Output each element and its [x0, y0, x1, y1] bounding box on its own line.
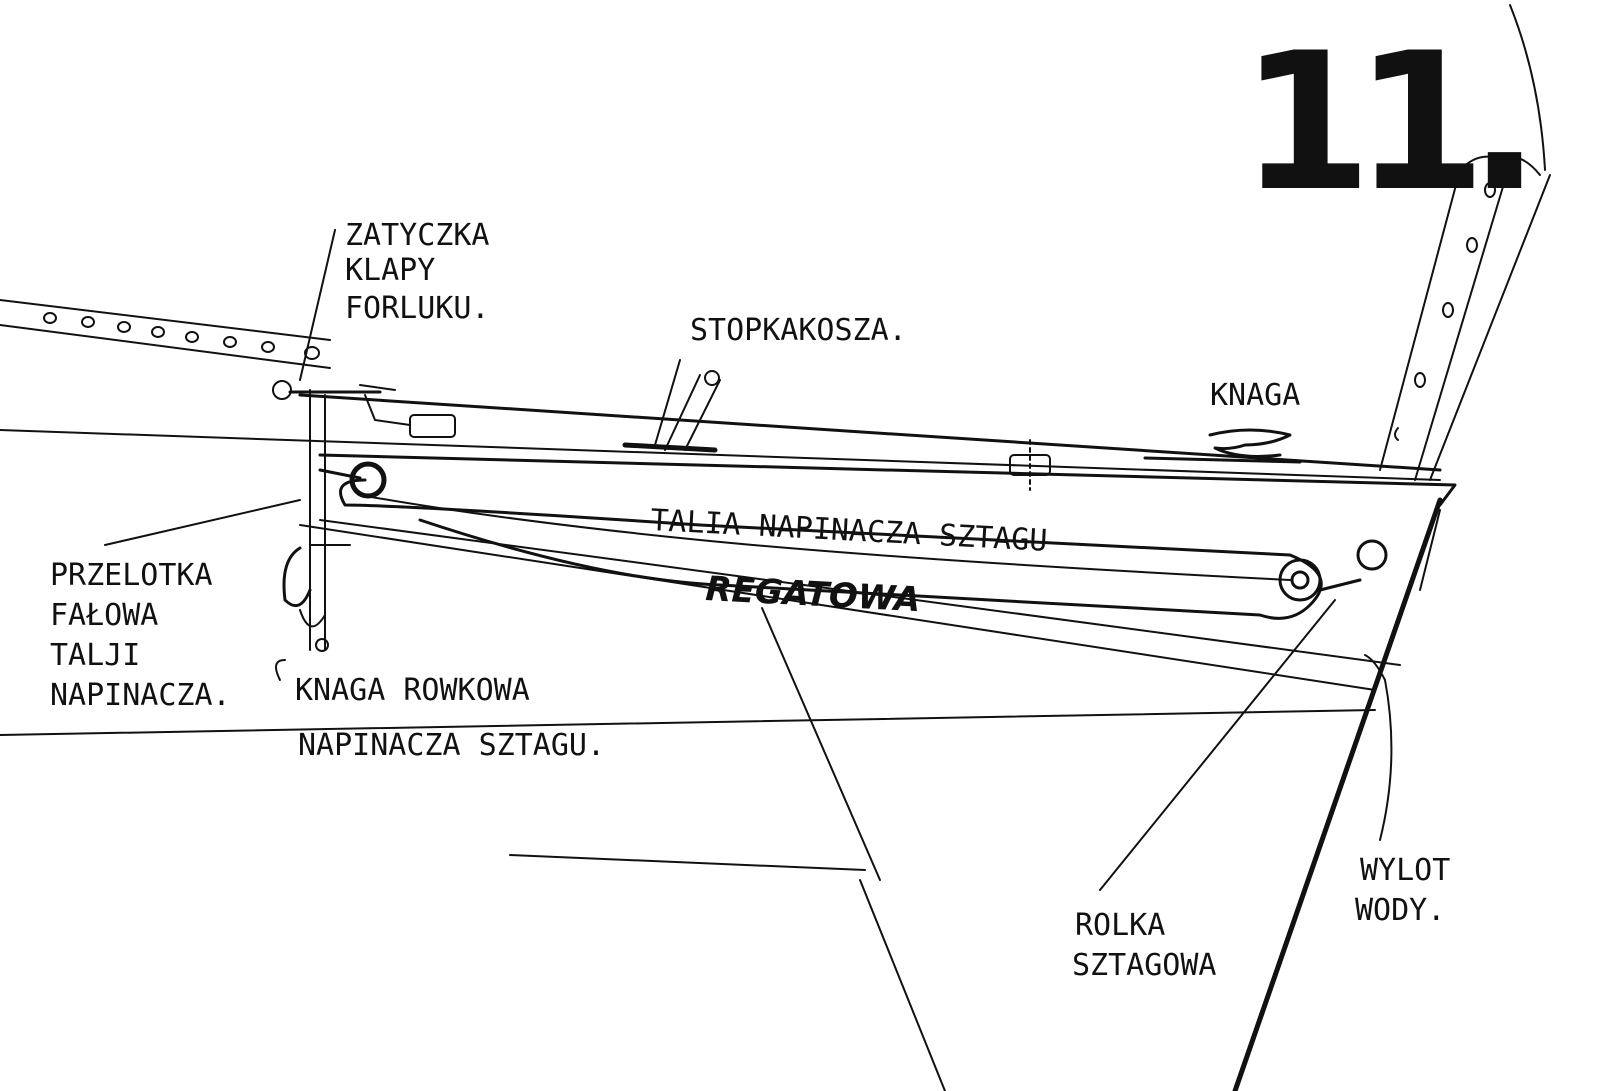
label-zatyczka: ZATYCZKA KLAPY FORLUKU.	[345, 218, 490, 326]
cleat-icon	[1143, 428, 1302, 464]
label-regatowa: REGATOWA	[705, 569, 922, 620]
stem	[1379, 4, 1551, 481]
label-rolka-line2: SZTAGOWA	[1072, 948, 1217, 983]
label-wylot-line2: WODY.	[1355, 893, 1445, 928]
label-przelotka-line3: TALJI	[50, 638, 140, 673]
label-przelotka-line2: FAŁOWA	[50, 598, 158, 633]
basket-foot	[622, 359, 721, 453]
label-zatyczka-line3: FORLUKU.	[345, 291, 490, 326]
label-przelotka: PRZELOTKA FAŁOWA TALJI NAPINACZA.	[50, 558, 231, 713]
label-wylot-line1: WYLOT	[1360, 853, 1450, 888]
label-rolka-line1: ROLKA	[1075, 908, 1165, 943]
page-number: 11.	[1240, 12, 1523, 233]
tensioner-box	[0, 453, 1457, 1091]
label-przelotka-line4: NAPINACZA.	[50, 678, 231, 713]
label-knaga-rowkowa-line2: NAPINACZA SZTAGU.	[298, 728, 605, 763]
label-talia: TALIA NAPINACZA SZTAGU	[650, 503, 1049, 559]
label-knaga-rowkowa: KNAGA ROWKOWA NAPINACZA SZTAGU.	[295, 673, 605, 763]
label-rolka: ROLKA SZTAGOWA	[1072, 908, 1217, 983]
label-przelotka-line1: PRZELOTKA	[50, 558, 213, 593]
tackle	[339, 461, 1388, 620]
label-stopka: STOPKAKOSZA.	[690, 313, 907, 348]
label-zatyczka-line2: KLAPY	[345, 253, 435, 288]
left-fittings	[272, 380, 456, 681]
rail-holes	[43, 312, 320, 360]
middle-bracket	[1009, 439, 1051, 491]
label-knaga-rowkowa-line1: KNAGA ROWKOWA	[295, 673, 530, 708]
label-wylot: WYLOT WODY.	[1355, 853, 1450, 928]
leader-lines	[104, 229, 1393, 1091]
label-zatyczka-line1: ZATYCZKA	[345, 218, 490, 253]
label-knaga: KNAGA	[1210, 378, 1300, 413]
